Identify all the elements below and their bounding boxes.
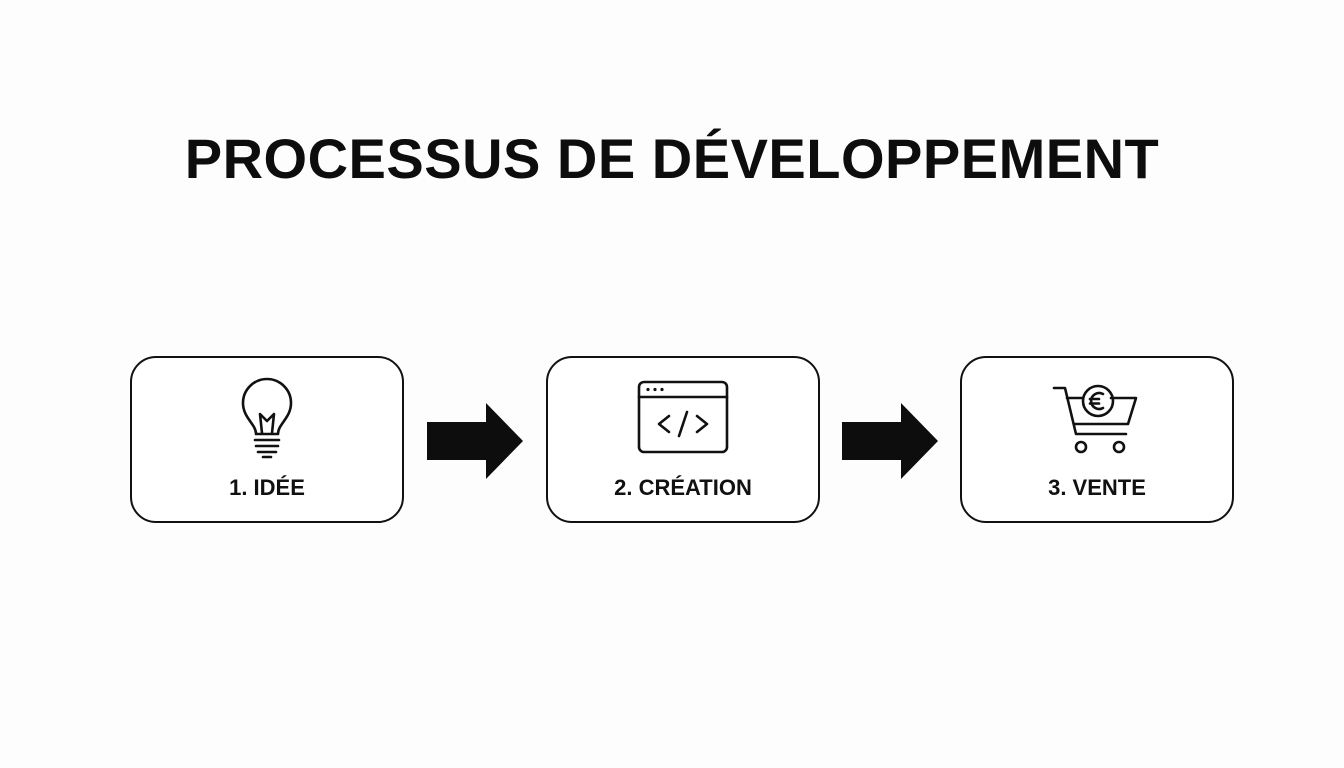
- right-arrow-icon: [427, 403, 523, 479]
- step-sale-label: 3. VENTE: [1048, 475, 1146, 500]
- step-creation-box: 2. CRÉATION: [546, 356, 820, 523]
- lightbulb-icon: [241, 377, 293, 459]
- step-creation-label: 2. CRÉATION: [614, 475, 752, 500]
- step-idea-box: 1. IDÉE: [130, 356, 404, 523]
- shopping-cart-euro-icon: [1052, 384, 1138, 454]
- step-idea-label: 1. IDÉE: [229, 475, 305, 500]
- code-window-icon: [637, 380, 729, 454]
- right-arrow-icon: [842, 403, 938, 479]
- step-sale-box: 3. VENTE: [960, 356, 1234, 523]
- diagram-title: PROCESSUS DE DÉVELOPPEMENT: [184, 127, 1160, 190]
